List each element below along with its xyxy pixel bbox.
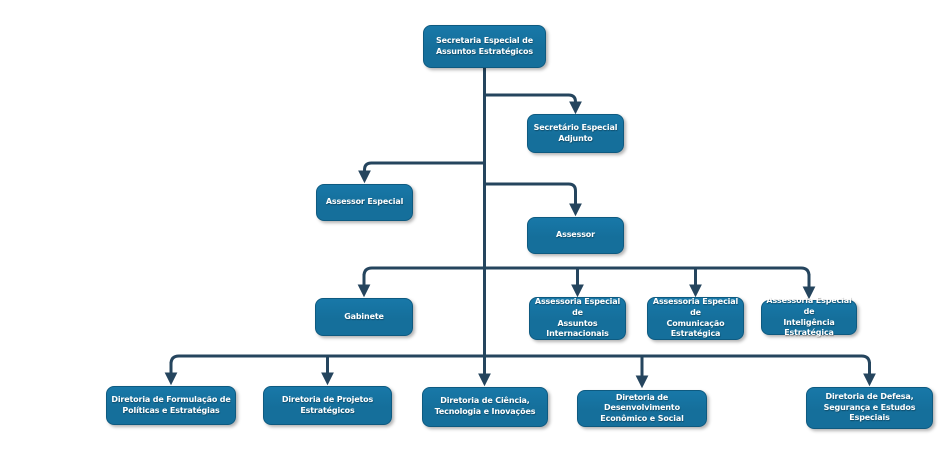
connector-bus-level4 [362,266,811,277]
org-box-diretoria-desenvolvimento-economico-social: Diretoria de Desenvolvimento Econômico e… [577,390,707,427]
org-box-assessor-especial: Assessor Especial [316,184,413,221]
org-box-diretoria-formulacao-politicas-estrategias: Diretoria de Formulação de Políticas e E… [106,386,236,425]
org-box-secretario-especial-adjunto: Secretário Especial Adjunto [527,114,624,153]
org-box-diretoria-ciencia-tecnologia-inovacoes: Diretoria de Ciência, Tecnologia e Inova… [422,387,548,427]
org-box-diretoria-projetos-estrategicos: Diretoria de Projetos Estratégicos [263,386,392,425]
org-box-assessoria-especial-assuntos-internacionais: Assessoria Especial de Assuntos Internac… [529,297,626,340]
org-box-assessor: Assessor [527,217,624,254]
org-box-assessoria-especial-comunicacao-estrategica: Assessoria Especial de Comunicação Estra… [647,297,744,340]
connector-bus-level5 [169,354,871,365]
org-box-assessoria-especial-inteligencia-estrategica: Assessoria Especial de Inteligência Estr… [761,296,857,337]
org-box-diretoria-defesa-seguranca-estudos-especiais: Diretoria de Defesa, Segurança e Estudos… [806,387,933,429]
connector-assessor [484,182,582,217]
connector-assessor-especial [358,161,485,184]
org-box-gabinete: Gabinete [315,298,413,336]
connector-secretario-adjunto [484,93,582,115]
org-box-secretaria-especial-assuntos-estrategicos: Secretaria Especial de Assuntos Estratég… [423,25,546,68]
